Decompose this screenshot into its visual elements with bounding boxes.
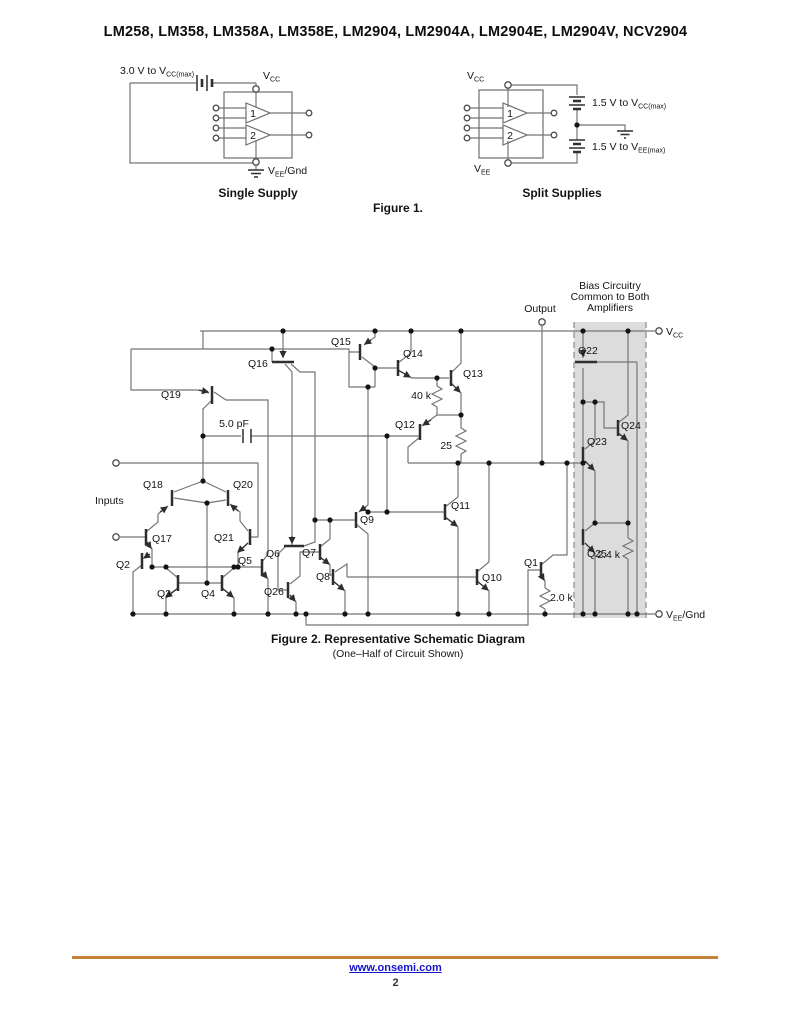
- transistor-arrows: [143, 337, 628, 602]
- inputs-label: Inputs: [95, 495, 124, 507]
- q13-label: Q13: [463, 368, 483, 380]
- split-bottom-supply-label: 1.5 V to VEE(max): [592, 141, 665, 155]
- single-supply-source-label: 3.0 V to VCC(max): [120, 65, 194, 79]
- split-vee-label: VEE: [474, 163, 491, 177]
- opamp-2-number: 2: [250, 130, 256, 142]
- bias-label-line2: Common to Both: [571, 291, 650, 303]
- input-terminal: [212, 124, 220, 132]
- input-terminal: [463, 104, 471, 112]
- transistor-bars: [140, 344, 620, 598]
- input-terminal: [112, 459, 120, 467]
- split-supplies-wiring: [463, 81, 633, 167]
- vee-gnd-label: VEE/Gnd: [666, 609, 705, 623]
- resistor-40k-label: 40 k: [411, 390, 432, 402]
- output-terminal: [550, 131, 558, 139]
- output-terminal: [550, 109, 558, 117]
- split-supplies-caption: Split Supplies: [522, 186, 602, 200]
- q21-label: Q21: [214, 532, 234, 544]
- q24-label: Q24: [621, 420, 641, 432]
- q5-label: Q5: [238, 555, 252, 567]
- output-label: Output: [524, 303, 556, 315]
- vee-terminal: [655, 610, 663, 618]
- resistor-25-label: 25: [440, 440, 452, 452]
- opamp-1-triangle: [502, 102, 529, 124]
- bias-region-shade: [574, 322, 646, 618]
- opamp-2-number: 2: [507, 130, 513, 142]
- q17-label: Q17: [152, 533, 172, 545]
- footer-divider: [72, 956, 718, 959]
- q18-label: Q18: [143, 479, 163, 491]
- single-supply-wiring: [129, 75, 313, 178]
- q16-label: Q16: [248, 358, 268, 370]
- output-terminal: [538, 318, 546, 326]
- opamp-2-triangle: [245, 124, 272, 146]
- resistor-2k4-label: 2.4 k: [597, 549, 621, 561]
- input-terminal: [463, 114, 471, 122]
- output-terminal: [305, 131, 313, 139]
- figure2-caption-line1: Figure 2. Representative Schematic Diagr…: [271, 632, 525, 646]
- opamp-package-box: [223, 91, 293, 159]
- q14-label: Q14: [403, 348, 423, 360]
- vcc-terminal: [504, 81, 512, 89]
- q1-label: Q1: [524, 557, 538, 569]
- figure1-caption: Figure 1.: [373, 201, 423, 215]
- q7-label: Q7: [302, 547, 316, 559]
- q22-label: Q22: [578, 345, 598, 357]
- figure2-schematic: Bias Circuitry Common to Both Amplifiers…: [95, 280, 705, 660]
- input-terminal: [212, 104, 220, 112]
- input-terminal: [212, 114, 220, 122]
- split-top-supply-label: 1.5 V to VCC(max): [592, 97, 666, 111]
- q4-label: Q4: [201, 588, 215, 600]
- capacitor-value-label: 5.0 pF: [219, 418, 249, 430]
- vee-terminal: [504, 159, 512, 167]
- q8-label: Q8: [316, 571, 330, 583]
- q25-label: Q25: [587, 548, 607, 560]
- q6-label: Q6: [266, 548, 280, 560]
- q15-label: Q15: [331, 336, 351, 348]
- page-title: LM258, LM358, LM358A, LM358E, LM2904, LM…: [103, 24, 688, 40]
- q2-label: Q2: [116, 559, 130, 571]
- capacitor-icon: [242, 429, 252, 443]
- ground-icon: [248, 169, 264, 178]
- q23-label: Q23: [587, 436, 607, 448]
- single-vcc-label: VCC: [263, 70, 280, 84]
- opamp-1-number: 1: [507, 108, 513, 120]
- q11-label: Q11: [451, 500, 470, 512]
- vcc-label: VCC: [666, 326, 683, 340]
- input-terminal: [463, 124, 471, 132]
- vcc-terminal: [655, 327, 663, 335]
- output-terminal: [305, 109, 313, 117]
- q20-label: Q20: [233, 479, 253, 491]
- split-vcc-label: VCC: [467, 70, 484, 84]
- resistor-zigzags: [430, 385, 635, 610]
- opamp-1-number: 1: [250, 108, 256, 120]
- figure1-diagram: 3.0 V to VCC(max) VCC VEE/Gnd 1 2 Single…: [120, 65, 666, 215]
- q9-label: Q9: [360, 514, 374, 526]
- single-gnd-label: VEE/Gnd: [268, 165, 307, 179]
- vcc-terminal: [252, 85, 260, 93]
- bias-label-line1: Bias Circuitry: [579, 280, 642, 292]
- input-terminal: [463, 134, 471, 142]
- input-terminal: [212, 134, 220, 142]
- q26-label: Q26: [264, 586, 284, 598]
- q3-label: Q3: [157, 588, 171, 600]
- battery-icon: [196, 75, 208, 91]
- gnd-terminal: [252, 158, 260, 166]
- figure2-caption-line2: (One–Half of Circuit Shown): [333, 648, 464, 660]
- q19-label: Q19: [161, 389, 181, 401]
- input-terminal: [112, 533, 120, 541]
- opamp-1-triangle: [245, 102, 272, 124]
- q10-label: Q10: [482, 572, 502, 584]
- single-supply-caption: Single Supply: [218, 186, 298, 200]
- bias-label-line3: Amplifiers: [587, 302, 633, 314]
- resistor-2k-label: 2.0 k: [550, 592, 574, 604]
- junction-dots: [130, 328, 640, 617]
- opamp-2-triangle: [502, 124, 529, 146]
- footer-link[interactable]: www.onsemi.com: [349, 962, 442, 974]
- opamp-package-box: [478, 89, 544, 159]
- battery-icon: [569, 96, 585, 149]
- ground-icon: [617, 130, 633, 139]
- page-number: 2: [392, 977, 399, 989]
- q12-label: Q12: [395, 419, 415, 431]
